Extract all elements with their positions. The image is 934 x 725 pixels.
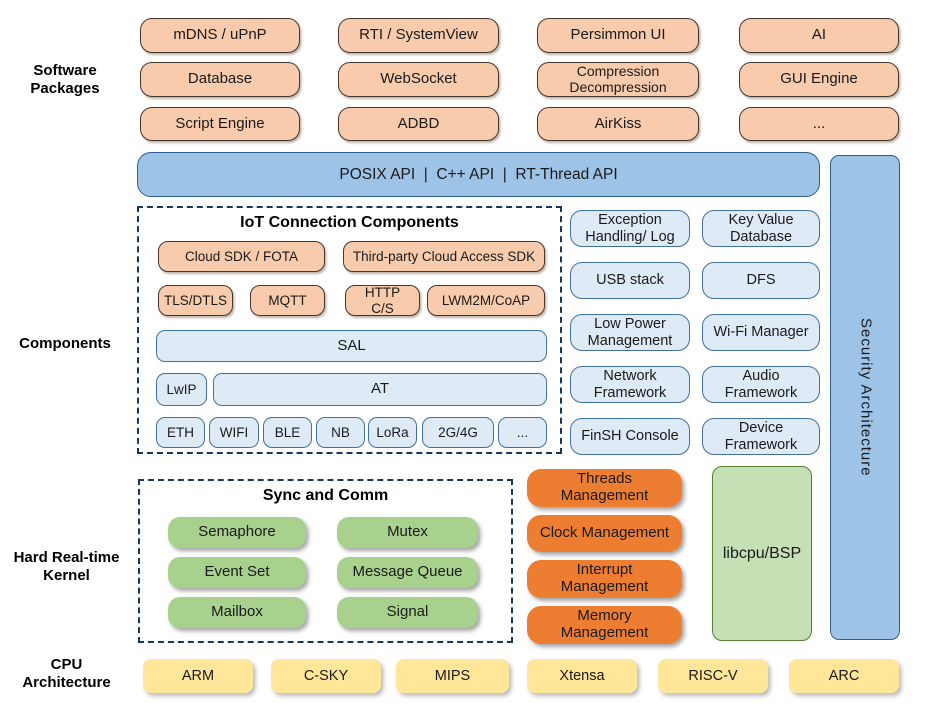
- cpu-csky-box: C-SKY: [271, 659, 381, 693]
- nb-box: NB: [316, 417, 365, 448]
- threads-management-box: Threads Management: [527, 469, 682, 507]
- pkg-rti-systemview: RTI / SystemView: [338, 18, 499, 53]
- cpu-xtensa-box: Xtensa: [527, 659, 637, 693]
- pkg-mdns-upnp: mDNS / uPnP: [140, 18, 300, 53]
- pkg-more: ...: [739, 107, 899, 141]
- components-label: Components: [19, 335, 111, 352]
- pkg-compression-decompression: Compression Decompression: [537, 62, 699, 97]
- sync-and-comm-title: Sync and Comm: [262, 487, 389, 504]
- security-architecture-bar: Security Architecture: [830, 155, 900, 640]
- wifi-manager-box: Wi-Fi Manager: [702, 314, 820, 351]
- interrupt-management-box: Interrupt Management: [527, 560, 682, 598]
- iot-connection-components-box: [137, 206, 562, 454]
- mailbox-box: Mailbox: [168, 597, 306, 628]
- http-cs-box: HTTP C/S: [345, 285, 420, 316]
- ble-box: BLE: [263, 417, 312, 448]
- low-power-management-box: Low Power Management: [570, 314, 690, 351]
- network-framework-box: Network Framework: [570, 366, 690, 403]
- lwip-box: LwIP: [156, 373, 207, 406]
- usb-stack-box: USB stack: [570, 262, 690, 299]
- pkg-adbd: ADBD: [338, 107, 499, 141]
- pkg-persimmon-ui: Persimmon UI: [537, 18, 699, 53]
- finsh-console-box: FinSH Console: [570, 418, 690, 455]
- software-packages-label: Software Packages: [30, 62, 100, 97]
- kernel-label: Hard Real-time Kernel: [13, 549, 120, 584]
- pkg-gui-engine: GUI Engine: [739, 62, 899, 97]
- exception-handling-log-box: Exception Handling/ Log: [570, 210, 690, 247]
- cloud-sdk-fota-box: Cloud SDK / FOTA: [158, 241, 325, 272]
- cpu-riscv-box: RISC-V: [658, 659, 768, 693]
- at-box: AT: [213, 373, 547, 406]
- key-value-database-box: Key Value Database: [702, 210, 820, 247]
- pkg-airkiss: AirKiss: [537, 107, 699, 141]
- lwm2m-coap-box: LWM2M/CoAP: [427, 285, 545, 316]
- pkg-websocket: WebSocket: [338, 62, 499, 97]
- libcpu-bsp-box: libcpu/BSP: [712, 466, 812, 641]
- pkg-script-engine: Script Engine: [140, 107, 300, 141]
- lora-box: LoRa: [368, 417, 417, 448]
- cpu-architecture-label: CPU Architecture: [22, 656, 111, 691]
- cpu-mips-box: MIPS: [396, 659, 509, 693]
- dfs-box: DFS: [702, 262, 820, 299]
- iot-connection-components-title: IoT Connection Components: [240, 214, 459, 231]
- third-party-cloud-access-sdk-box: Third-party Cloud Access SDK: [343, 241, 545, 272]
- pkg-database: Database: [140, 62, 300, 97]
- sync-and-comm-box: [138, 479, 513, 643]
- links-more-box: ...: [498, 417, 547, 448]
- clock-management-box: Clock Management: [527, 515, 682, 552]
- device-framework-box: Device Framework: [702, 418, 820, 455]
- tls-dtls-box: TLS/DTLS: [158, 285, 233, 316]
- pkg-ai: AI: [739, 18, 899, 53]
- event-set-box: Event Set: [168, 557, 306, 588]
- eth-box: ETH: [156, 417, 205, 448]
- memory-management-box: Memory Management: [527, 606, 682, 644]
- mqtt-box: MQTT: [250, 285, 325, 316]
- audio-framework-box: Audio Framework: [702, 366, 820, 403]
- sal-box: SAL: [156, 330, 547, 362]
- message-queue-box: Message Queue: [337, 557, 478, 588]
- wifi-box: WIFI: [209, 417, 259, 448]
- cpu-arm-box: ARM: [143, 659, 253, 693]
- 2g4g-box: 2G/4G: [422, 417, 494, 448]
- signal-box: Signal: [337, 597, 478, 628]
- semaphore-box: Semaphore: [168, 517, 306, 548]
- cpu-arc-box: ARC: [789, 659, 899, 693]
- mutex-box: Mutex: [337, 517, 478, 548]
- api-bar: POSIX API | C++ API | RT-Thread API: [137, 152, 820, 197]
